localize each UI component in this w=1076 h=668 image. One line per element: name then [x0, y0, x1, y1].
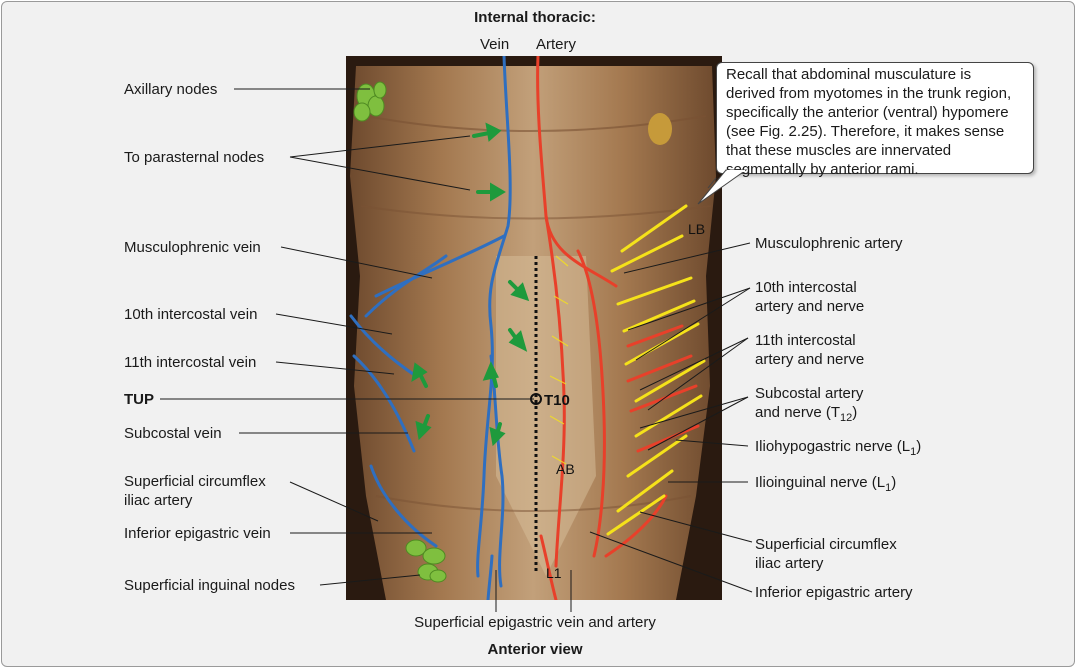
label-superficial-circumflex-left-2: iliac artery — [124, 492, 193, 509]
label-superficial-circumflex-right-2: iliac artery — [755, 555, 824, 572]
nerve-paths — [606, 204, 706, 536]
callout-box: Recall that abdominal musculature is der… — [716, 62, 1034, 178]
label-iliohypogastric-nerve: Iliohypogastric nerve (L1) — [755, 438, 922, 458]
header-vein-label: Vein — [480, 36, 510, 53]
label-musculophrenic-vein: Musculophrenic vein — [124, 239, 261, 256]
label-ilioinguinal-nerve: Ilioinguinal nerve (L1) — [755, 474, 897, 494]
fine-nerve-paths — [549, 255, 569, 465]
label-10th-intercostal-1: 10th intercostal — [755, 279, 857, 296]
label-subcostal-1: Subcostal artery — [755, 385, 864, 402]
footer-view-label: Anterior view — [487, 641, 583, 658]
label-superficial-epigastric: Superficial epigastric vein and artery — [414, 614, 656, 631]
label-11th-intercostal-1: 11th intercostal — [755, 332, 856, 349]
vein-paths — [349, 54, 512, 602]
callout-pointer — [697, 169, 748, 205]
label-subcostal-2: and nerve (T12) — [755, 404, 858, 424]
label-parasternal-nodes: To parasternal nodes — [124, 149, 265, 166]
label-inferior-epigastric-artery: Inferior epigastric artery — [755, 584, 913, 601]
label-11th-intercostal-vein: 11th intercostal vein — [124, 354, 257, 371]
dissection-illustration: T10 LB AB L1 — [346, 54, 722, 602]
label-subcostal-vein: Subcostal vein — [124, 425, 222, 442]
dissection-photo: T10 LB AB L1 — [346, 54, 722, 602]
label-superficial-inguinal-nodes: Superficial inguinal nodes — [124, 577, 295, 594]
header-title: Internal thoracic: — [474, 9, 596, 26]
lymph-nodes-inguinal — [405, 539, 447, 583]
label-tup: TUP — [124, 391, 154, 408]
label-11th-intercostal-2: artery and nerve — [755, 351, 865, 368]
lymph-nodes-axillary — [353, 81, 387, 122]
lymph-flow-arrows — [411, 122, 530, 447]
label-10th-intercostal-vein: 10th intercostal vein — [124, 306, 258, 323]
label-axillary-nodes: Axillary nodes — [124, 81, 218, 98]
label-superficial-circumflex-left-1: Superficial circumflex — [124, 473, 266, 490]
label-inferior-epigastric-vein: Inferior epigastric vein — [124, 525, 271, 542]
artery-paths — [536, 54, 700, 602]
t10-mark: T10 — [544, 392, 570, 409]
label-musculophrenic-artery: Musculophrenic artery — [755, 235, 903, 252]
label-superficial-circumflex-right-1: Superficial circumflex — [755, 536, 897, 553]
label-10th-intercostal-2: artery and nerve — [755, 298, 865, 315]
lymph-node-right — [648, 113, 672, 145]
lb-mark: LB — [688, 221, 705, 237]
callout-text: Recall that abdominal musculature is der… — [726, 66, 1012, 178]
ab-mark: AB — [556, 461, 575, 477]
l1-mark: L1 — [546, 565, 562, 581]
header-artery-label: Artery — [536, 36, 577, 53]
